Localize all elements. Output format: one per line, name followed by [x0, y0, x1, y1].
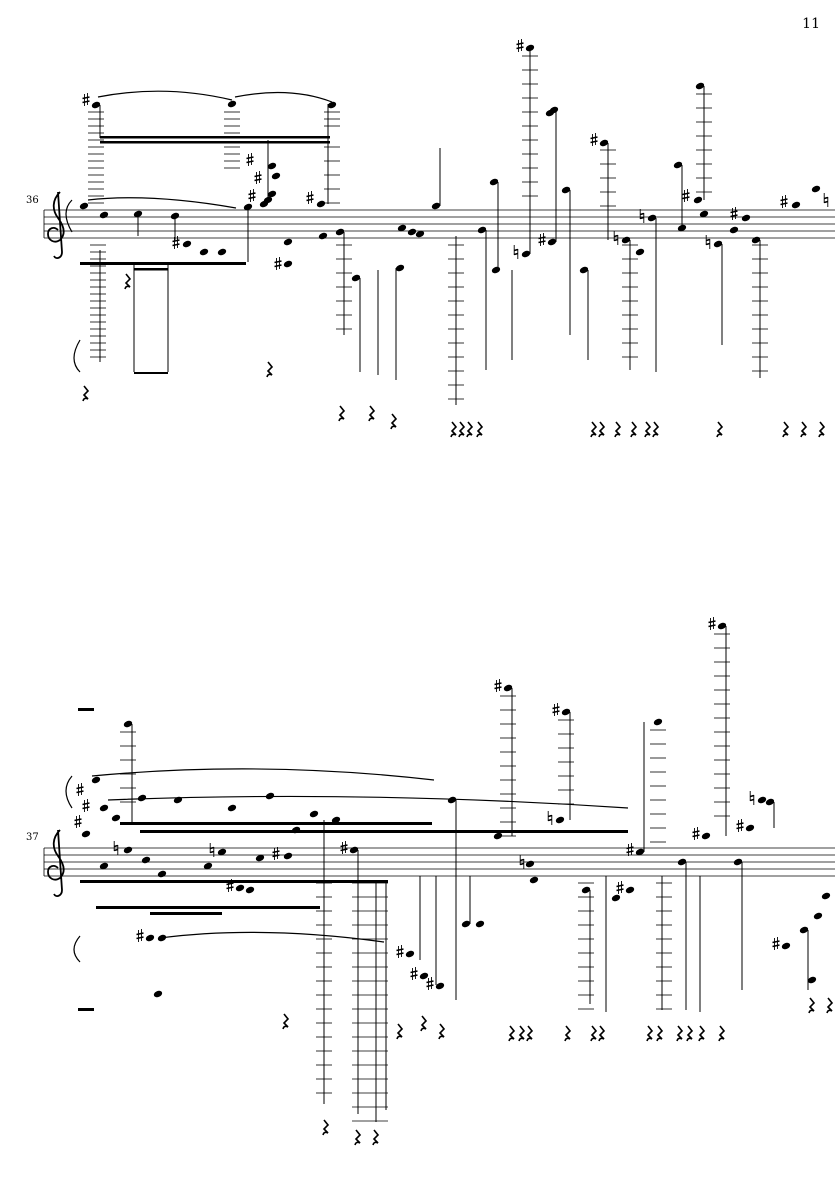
treble-clef-icon: [47, 191, 65, 259]
treble-clef-icon: [47, 829, 65, 897]
staff-lines: [43, 847, 835, 877]
measure-number-36: 36: [26, 195, 39, 206]
notes-system-37: [73, 616, 832, 999]
rests-system-37: [282, 997, 833, 1146]
upper-ledger-lines: [522, 55, 712, 207]
stems-system-36: [137, 48, 761, 405]
page-number: 11: [802, 16, 820, 32]
lower-ledger-lines: [90, 244, 768, 400]
measure-number-37: 37: [26, 832, 39, 843]
staff-lines: [43, 209, 835, 239]
notes-system-36: [78, 38, 829, 283]
upper-ledger-lines: [120, 633, 730, 843]
ledger-tower: [88, 111, 104, 204]
lower-ledger-lines: [316, 882, 672, 1122]
system-36: [43, 38, 835, 438]
system-37: [43, 616, 835, 1146]
stems-system-37: [131, 626, 809, 1122]
rests-system-36: [82, 273, 825, 438]
